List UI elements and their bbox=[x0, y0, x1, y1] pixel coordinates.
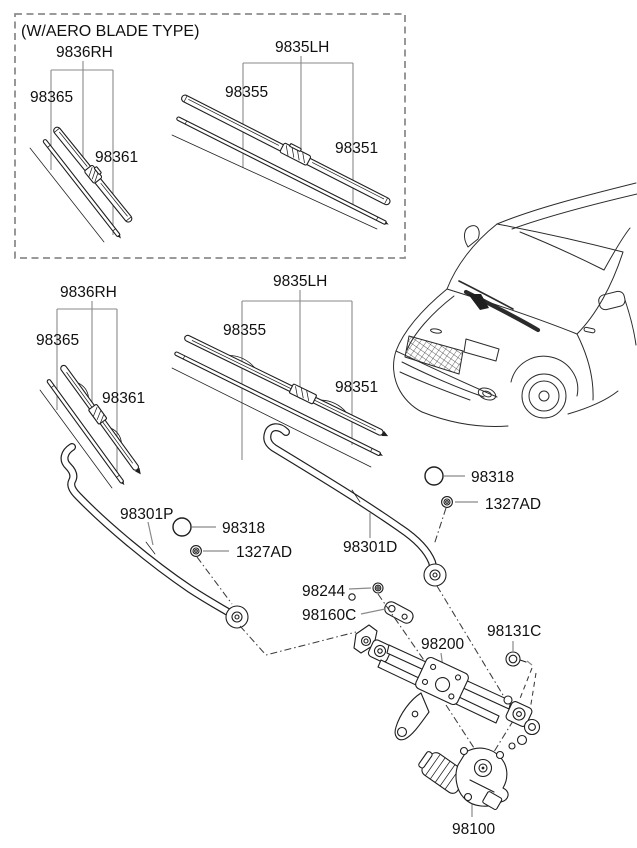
leader-lines bbox=[147, 475, 533, 817]
std-lh-blade-drawing bbox=[171, 334, 389, 468]
std-rh-bracket-lines bbox=[56, 301, 118, 472]
wiper-arm-driver-drawing bbox=[263, 423, 447, 587]
label-aero-lh-blade: 98351 bbox=[335, 140, 378, 157]
label-aero-rh-assembly: 9836RH bbox=[56, 44, 113, 61]
aero-rh-bracket-lines bbox=[50, 61, 114, 235]
label-nut-left: 1327AD bbox=[236, 544, 292, 561]
nut-98244-drawing bbox=[372, 582, 384, 594]
label-std-lh-blade: 98351 bbox=[335, 379, 378, 396]
linkage-assembly-drawing bbox=[348, 593, 541, 750]
aero-box-title: (W/AERO BLADE TYPE) bbox=[21, 23, 199, 40]
label-arm-passenger: 98301P bbox=[120, 506, 173, 523]
cap-98318-right-drawing bbox=[424, 466, 444, 486]
label-bracket: 98160C bbox=[302, 607, 356, 624]
label-motor: 98100 bbox=[452, 821, 495, 838]
aero-rh-blade-drawing bbox=[29, 126, 133, 243]
label-aero-rh-blade: 98361 bbox=[95, 149, 138, 166]
label-std-rh-blade: 98361 bbox=[102, 390, 145, 407]
wiper-motor-drawing bbox=[418, 746, 509, 811]
bolt-98131C-drawing bbox=[505, 651, 527, 667]
label-aero-lh-refill: 98355 bbox=[225, 84, 268, 101]
aero-blade-box-border bbox=[14, 13, 406, 259]
label-std-rh-refill: 98365 bbox=[36, 332, 79, 349]
wiper-arm-passenger-drawing bbox=[60, 443, 249, 629]
std-lh-bracket-lines bbox=[241, 290, 353, 460]
label-aero-rh-refill: 98365 bbox=[30, 89, 73, 106]
nut-1327AD-left-drawing bbox=[190, 545, 202, 557]
aero-lh-bracket-lines bbox=[242, 56, 354, 205]
label-bolt: 98131C bbox=[487, 623, 541, 640]
label-std-rh-assembly: 9836RH bbox=[60, 284, 117, 301]
label-aero-lh-assembly: 9835LH bbox=[275, 39, 329, 56]
label-std-lh-refill: 98355 bbox=[223, 322, 266, 339]
label-cap-right: 98318 bbox=[471, 469, 514, 486]
label-linkage-nut: 98244 bbox=[302, 583, 345, 600]
aero-lh-blade-drawing bbox=[171, 94, 391, 230]
label-linkage: 98200 bbox=[421, 636, 464, 653]
car-illustration bbox=[393, 182, 637, 427]
cap-98318-left-drawing bbox=[172, 517, 192, 537]
label-std-lh-assembly: 9835LH bbox=[273, 273, 327, 290]
label-nut-right: 1327AD bbox=[485, 496, 541, 513]
std-rh-blade-drawing bbox=[39, 364, 141, 489]
bracket-98160C-drawing bbox=[384, 601, 414, 624]
label-arm-driver: 98301D bbox=[343, 539, 397, 556]
label-cap-left: 98318 bbox=[222, 520, 265, 537]
nut-1327AD-right-drawing bbox=[441, 496, 453, 508]
